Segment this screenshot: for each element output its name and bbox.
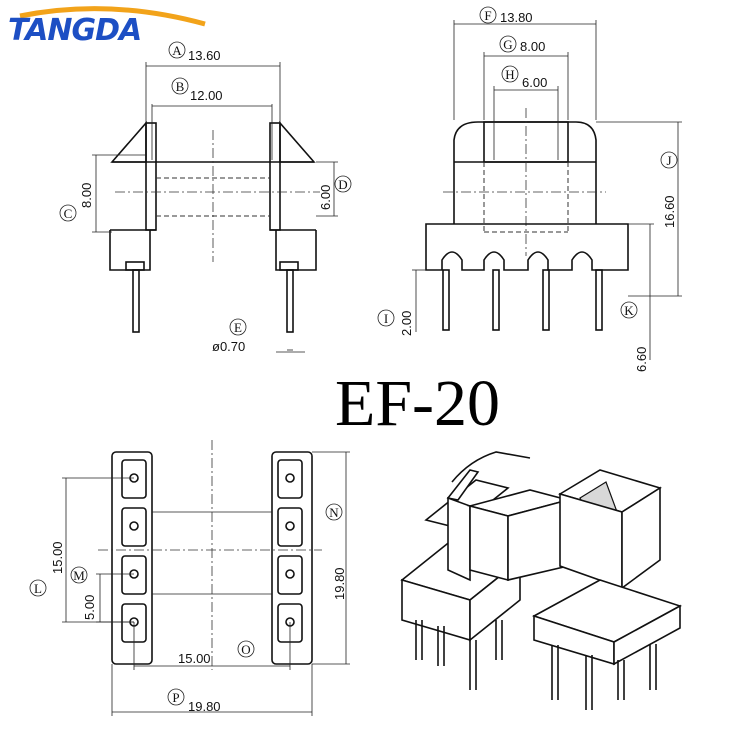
dim-value-views-side-dims-1-value: 8.00	[520, 39, 545, 54]
dim-value-views-front-dims-3-value: 6.00	[318, 185, 333, 210]
dim-a: A 13.60	[168, 41, 221, 63]
dim-letter-views-bottom-dims-3-letter: O	[241, 642, 250, 657]
dim-letter-views-side-dims-2-letter: H	[505, 67, 514, 82]
dim-value-views-front-dims-0-value: 13.60	[188, 48, 221, 63]
dim-c: C 8.00	[59, 183, 94, 222]
dim-value-views-front-dims-2-value: 8.00	[79, 183, 94, 208]
dim-value-views-bottom-dims-0-value: 15.00	[50, 541, 65, 574]
dim-letter-views-bottom-dims-0-letter: L	[34, 581, 42, 596]
dim-letter-views-front-dims-4-letter: E	[234, 320, 242, 335]
dim-letter-views-side-dims-1-letter: G	[503, 37, 512, 52]
dim-letter-views-side-dims-0-letter: F	[484, 8, 491, 23]
dim-h: H 6.00	[501, 65, 547, 90]
dim-value-views-bottom-dims-4-value: 19.80	[188, 699, 221, 714]
dim-letter-views-bottom-dims-1-letter: M	[73, 568, 85, 583]
front-view: A 13.60 B 12.00 C 8.00 D 6.00 E ø0.70	[59, 41, 352, 354]
side-view: F 13.80 G 8.00 H 6.00 I 2.00 J 16.60 K 6…	[377, 6, 682, 372]
dim-m: M 5.00	[70, 566, 97, 620]
dim-value-views-side-dims-0-value: 13.80	[500, 10, 533, 25]
dim-value-views-bottom-dims-2-value: 19.80	[332, 567, 347, 600]
dim-letter-views-front-dims-0-letter: A	[172, 43, 182, 58]
dim-value-views-bottom-dims-3-value: 15.00	[178, 651, 211, 666]
brand-logo: TANGDA	[8, 6, 206, 48]
dim-j: J 16.60	[660, 151, 678, 228]
logo-swoosh-icon	[19, 6, 206, 27]
dim-value-views-front-dims-4-value: ø0.70	[212, 339, 245, 354]
dim-letter-views-bottom-dims-4-letter: P	[172, 690, 179, 705]
dim-letter-views-bottom-dims-2-letter: N	[329, 505, 339, 520]
isometric-view	[400, 451, 683, 710]
dim-letter-views-front-dims-3-letter: D	[338, 177, 347, 192]
dim-l: L 15.00	[29, 541, 65, 597]
dim-value-views-front-dims-1-value: 12.00	[190, 88, 223, 103]
dim-value-views-side-dims-4-value: 16.60	[662, 195, 677, 228]
dim-value-views-bottom-dims-1-value: 5.00	[82, 595, 97, 620]
bottom-view: L 15.00 M 5.00 N 19.80 O 15.00 P 19.80	[29, 440, 350, 716]
dim-value-views-side-dims-5-value: 6.60	[634, 347, 649, 372]
dim-letter-views-side-dims-3-letter: I	[384, 311, 388, 326]
dim-e: E ø0.70	[212, 318, 247, 354]
dim-b: B 12.00	[171, 77, 223, 103]
brand-name: TANGDA	[8, 13, 141, 48]
dim-f: F 13.80	[479, 6, 533, 25]
dim-i: I 2.00	[377, 309, 414, 336]
dim-p: P 19.80	[167, 688, 221, 714]
dim-n: N 19.80	[325, 503, 347, 600]
dim-o: O 15.00	[178, 640, 255, 666]
dim-k: K 6.60	[620, 301, 649, 372]
dim-letter-views-side-dims-4-letter: J	[666, 153, 671, 168]
dim-letter-views-front-dims-1-letter: B	[176, 79, 185, 94]
dim-value-views-side-dims-2-value: 6.00	[522, 75, 547, 90]
dim-letter-views-front-dims-2-letter: C	[64, 206, 73, 221]
dim-d: D 6.00	[318, 175, 352, 210]
dim-letter-views-side-dims-5-letter: K	[624, 303, 634, 318]
diagram-title: EF-20	[335, 367, 500, 440]
dim-value-views-side-dims-3-value: 2.00	[399, 311, 414, 336]
dim-g: G 8.00	[499, 35, 545, 54]
